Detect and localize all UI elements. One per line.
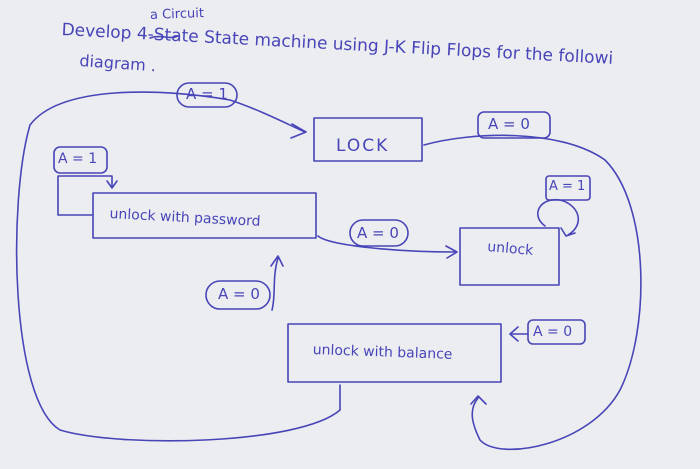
cond-label-lower-left: A = 0 <box>218 285 260 303</box>
cond-oval-middle <box>349 219 409 247</box>
transition-balance-to-lock <box>15 91 341 442</box>
self-loop-unlock <box>537 199 580 236</box>
cond-label-left: A = 1 <box>58 151 98 167</box>
transition-left-into-password <box>57 175 113 216</box>
strike-scribble <box>149 35 179 39</box>
cond-box-left <box>53 146 108 174</box>
transition-password-to-unlock <box>317 235 456 253</box>
cond-box-right-top <box>477 111 551 139</box>
arrowhead-password <box>106 180 118 189</box>
arrowhead-balance <box>470 395 487 405</box>
cond-label-top: A = 1 <box>186 85 228 103</box>
cond-label-lower-right: A = 0 <box>533 324 573 340</box>
arrowhead-balance-right <box>509 326 519 342</box>
arrowhead-lock <box>290 123 307 139</box>
state-box-unlock-with-password <box>92 192 317 239</box>
state-box-unlock <box>459 227 560 286</box>
cond-label-right-top: A = 0 <box>488 115 530 133</box>
transition-balance-to-password <box>271 257 279 311</box>
cond-label-middle: A = 0 <box>357 224 399 242</box>
state-box-unlock-with-balance <box>287 323 502 383</box>
state-label-unlock: unlock <box>486 239 534 259</box>
cond-oval-top <box>176 82 238 108</box>
arrowhead-unlock <box>445 245 458 259</box>
transition-lock-to-balance <box>423 134 642 451</box>
state-label-lock: LOCK <box>336 136 390 156</box>
cond-box-self-loop <box>545 175 591 201</box>
cond-oval-lower-left <box>205 280 271 310</box>
cond-box-lower-right <box>527 319 586 345</box>
cond-label-self-loop: A = 1 <box>549 179 586 194</box>
arrowhead-password-up <box>270 255 284 267</box>
state-box-lock <box>313 117 423 162</box>
arrowhead-self-loop <box>560 227 576 237</box>
title-insert-text: a Circuit <box>149 6 205 23</box>
